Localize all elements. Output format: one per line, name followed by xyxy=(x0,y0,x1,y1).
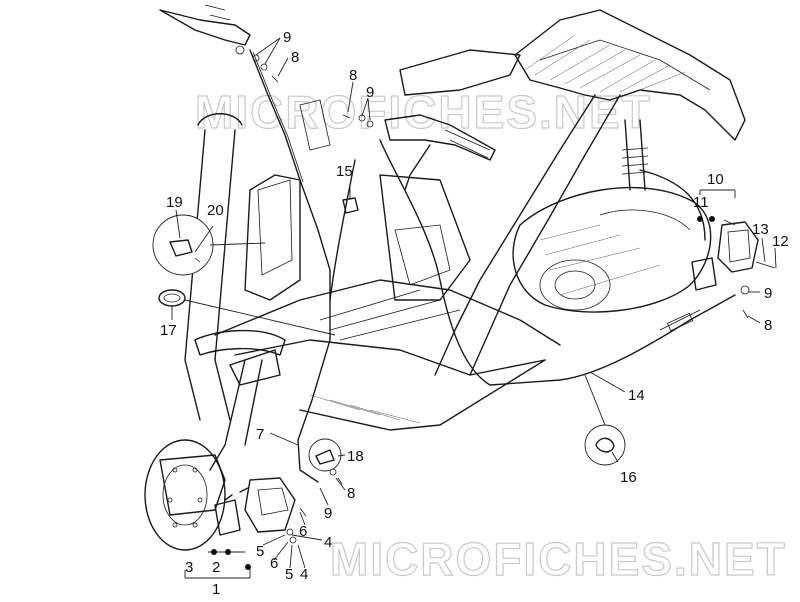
part-label-8-top: 8 xyxy=(291,49,299,66)
part-label-8-mid: 8 xyxy=(349,67,357,84)
part-label-4-bottom: 4 xyxy=(300,566,308,583)
part-label-9-lower: 9 xyxy=(324,505,332,522)
callout-circle-18 xyxy=(308,438,342,472)
scooter-frame-drawing xyxy=(184,9,746,471)
callout-circle-16 xyxy=(584,424,626,466)
part-label-9-mid: 9 xyxy=(366,84,374,101)
watermark-top: MICROFICHES.NET xyxy=(195,86,652,138)
cable-run-center xyxy=(329,159,356,301)
part-label-14: 14 xyxy=(628,387,645,404)
part-label-15: 15 xyxy=(336,163,353,180)
brake-cable-rear xyxy=(379,139,736,386)
part-label-5-left: 5 xyxy=(256,543,264,560)
part-label-17: 17 xyxy=(160,322,177,339)
watermark-bottom: MICROFICHES.NET xyxy=(330,533,787,585)
part-label-10: 10 xyxy=(707,171,724,188)
leader-lines xyxy=(171,37,777,579)
part-label-8-right: 8 xyxy=(764,317,772,334)
part-number-labels: 9 8 8 9 15 19 20 17 10 11 13 12 9 8 14 1… xyxy=(160,29,789,598)
handlebar-lever-left xyxy=(159,4,251,55)
rear-caliper xyxy=(691,221,776,319)
part-label-7: 7 xyxy=(256,426,264,443)
part-label-18: 18 xyxy=(347,448,364,465)
front-disc-brake xyxy=(144,439,226,551)
part-label-9-right: 9 xyxy=(764,285,772,302)
callout-circle-19-20 xyxy=(152,214,214,276)
part-label-8-lower: 8 xyxy=(347,485,355,502)
part-label-19: 19 xyxy=(166,194,183,211)
part-label-5-bottom: 5 xyxy=(285,566,293,583)
part-label-20: 20 xyxy=(207,202,224,219)
grommet-17 xyxy=(158,289,186,307)
part-label-1: 1 xyxy=(212,581,220,598)
part-label-16: 16 xyxy=(620,469,637,486)
part-label-6-right: 6 xyxy=(299,523,307,540)
clamp-15 xyxy=(342,197,359,214)
part-label-13: 13 xyxy=(752,221,769,238)
part-label-9-top: 9 xyxy=(283,29,291,46)
part-label-12: 12 xyxy=(772,233,789,250)
kit-markers xyxy=(211,216,715,570)
handlebar-lever-right xyxy=(384,114,496,191)
front-caliper-exploded xyxy=(214,477,307,544)
part-label-11: 11 xyxy=(693,194,709,211)
part-label-2: 2 xyxy=(212,559,220,576)
brake-hose-front xyxy=(249,49,331,483)
part-label-4-right: 4 xyxy=(324,534,332,551)
part-label-6-bottom: 6 xyxy=(270,555,278,572)
part-label-3: 3 xyxy=(185,559,193,576)
